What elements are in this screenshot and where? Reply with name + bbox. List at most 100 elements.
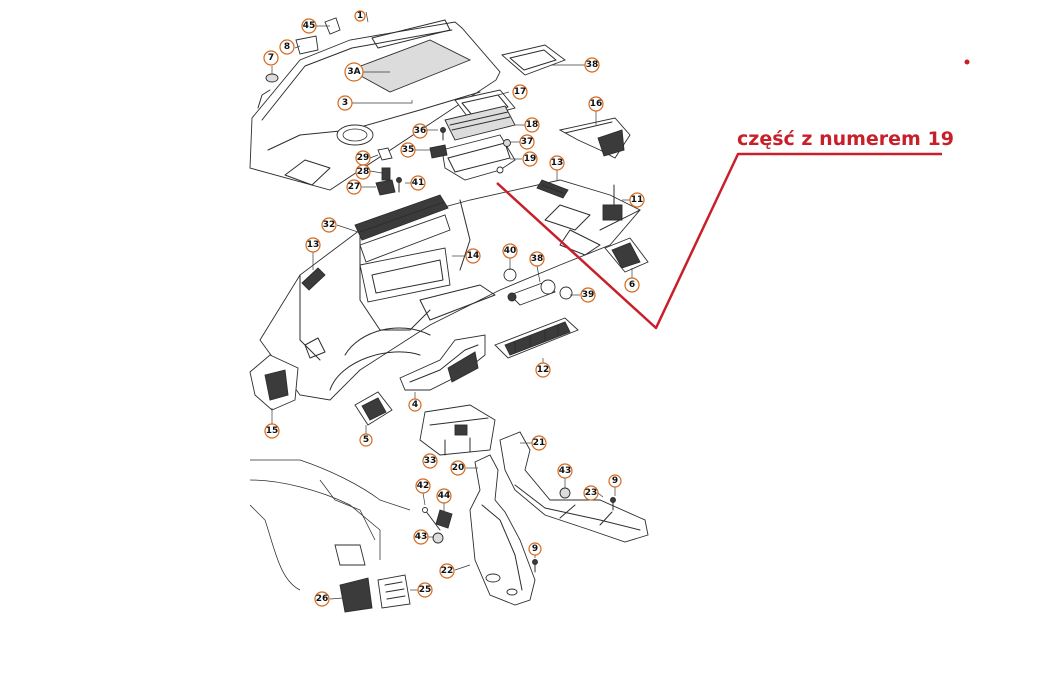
callout-38-top: 38 [584,57,600,73]
callout-6: 6 [624,277,640,293]
svg-text:7: 7 [268,53,274,63]
fasteners [265,17,616,573]
svg-text:9: 9 [612,476,618,486]
svg-text:18: 18 [526,120,539,130]
svg-text:35: 35 [402,145,415,155]
callout-12: 12 [535,362,551,378]
callout-45: 45 [301,18,317,34]
vent-16 [558,117,631,159]
svg-text:37: 37 [521,137,534,147]
svg-text:44: 44 [438,491,451,501]
callout-29: 29 [355,150,371,166]
svg-text:43: 43 [559,466,572,476]
callout-3a: 3A [344,62,364,82]
car-body [249,459,411,613]
duct-4 [399,334,486,391]
callout-41: 41 [410,175,426,191]
svg-text:5: 5 [363,435,369,445]
svg-text:42: 42 [417,481,430,491]
switch-38 [503,268,573,306]
callout-33: 33 [422,453,438,469]
callout-1: 1 [354,10,366,22]
vent-15 [249,354,299,411]
callouts: 1 45 8 7 3A 38 3 17 16 36 18 37 35 19 29… [263,10,645,607]
dashboard-top-cover [249,19,501,191]
vent-5 [354,391,393,426]
callout-9-right: 9 [608,474,622,488]
svg-text:19: 19 [524,154,537,164]
callout-38: 38 [529,251,545,267]
svg-text:43: 43 [415,532,428,542]
svg-text:38: 38 [586,60,599,70]
heater-unit-33 [419,404,496,456]
callout-8: 8 [279,39,295,55]
svg-text:45: 45 [303,21,316,31]
vent-13-top [536,179,569,199]
svg-text:20: 20 [452,463,465,473]
callout-5: 5 [359,433,373,447]
svg-text:39: 39 [582,290,595,300]
vent-6 [604,237,649,273]
callout-18: 18 [524,117,540,133]
callout-3: 3 [337,95,353,111]
vent-12 [494,317,579,359]
callout-32: 32 [321,217,337,233]
callout-44: 44 [436,488,452,504]
svg-text:40: 40 [504,246,517,256]
svg-text:12: 12 [537,365,550,375]
svg-text:4: 4 [412,400,418,410]
svg-text:33: 33 [424,456,437,466]
svg-text:9: 9 [532,544,538,554]
callout-42: 42 [415,478,431,494]
svg-text:14: 14 [467,251,480,261]
callout-22: 22 [439,563,455,579]
svg-text:13: 13 [551,158,564,168]
callout-13-top: 13 [549,155,565,171]
callout-4: 4 [408,398,422,412]
svg-text:11: 11 [631,195,644,205]
svg-text:36: 36 [414,126,427,136]
svg-text:15: 15 [266,426,279,436]
leader-lines [271,11,633,600]
callout-7: 7 [263,50,279,66]
svg-text:23: 23 [585,488,598,498]
svg-text:25: 25 [419,585,432,595]
svg-text:8: 8 [284,42,290,52]
svg-text:3A: 3A [347,67,360,77]
svg-text:29: 29 [357,153,370,163]
svg-text:1: 1 [357,11,363,21]
svg-text:6: 6 [629,280,635,290]
callout-27: 27 [346,179,362,195]
annotation-label: część z numerem 19 [737,128,954,150]
panel-14 [359,247,451,303]
annotation-dot [964,59,970,65]
callout-14: 14 [465,248,481,264]
callout-13-left: 13 [305,237,321,253]
dashboard-body [259,179,641,401]
svg-text:22: 22 [441,566,454,576]
sensor-11 [602,184,623,221]
callout-9-bottom: 9 [528,542,542,556]
callout-11: 11 [629,192,645,208]
callout-25: 25 [417,582,433,598]
callout-28: 28 [355,164,371,180]
svg-text:17: 17 [514,87,527,97]
callout-43-left: 43 [413,529,429,545]
svg-text:13: 13 [307,240,320,250]
svg-text:16: 16 [590,99,603,109]
callout-21: 21 [531,435,547,451]
annotation-pointer [496,152,942,330]
vent-13-left [301,267,326,291]
duct-20-22 [469,454,536,606]
svg-text:38: 38 [531,254,544,264]
callout-23: 23 [583,485,599,501]
svg-text:32: 32 [323,220,336,230]
callout-15: 15 [264,423,280,439]
callout-35: 35 [400,142,416,158]
svg-text:21: 21 [533,438,546,448]
callout-36: 36 [412,123,428,139]
annotation: część z numerem 19 [496,59,970,330]
svg-text:41: 41 [412,178,425,188]
callout-17: 17 [512,84,528,100]
